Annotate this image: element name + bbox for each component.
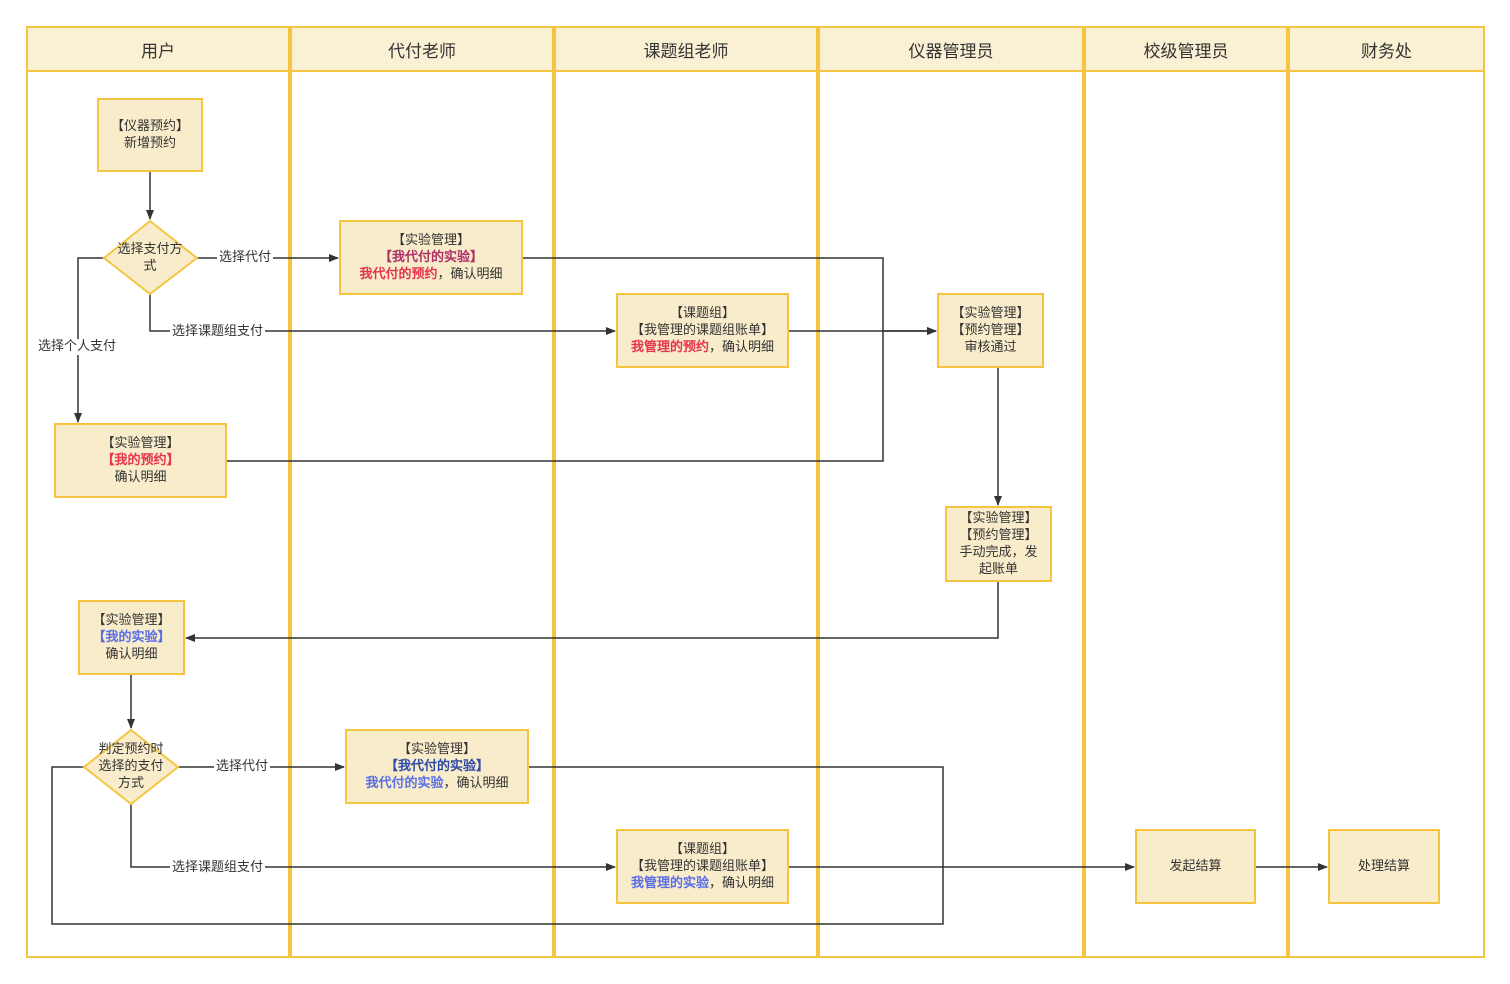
- node-group-detail-page: 【我管理的课题组账单】: [630, 323, 774, 338]
- lane-header-group-teacher: 课题组老师: [556, 28, 816, 72]
- node-proxy-experiment[interactable]: 【实验管理】 【我代付的实验】 我代付的实验，确认明细: [345, 729, 529, 804]
- label-choose-group: 选择课题组支付: [170, 324, 266, 340]
- node-manual-complete-page: 【预约管理】: [959, 528, 1038, 543]
- lane-school-admin: 校级管理员: [1084, 26, 1288, 958]
- node-group-experiment-page: 【我管理的课题组账单】: [630, 859, 774, 874]
- label-choose-personal: 选择个人支付: [36, 339, 119, 355]
- node-proxy-experiment-target: 我代付的实验: [365, 776, 444, 791]
- node-group-experiment-module: 【课题组】: [669, 842, 735, 857]
- edge-personal-to-approve: [226, 331, 884, 462]
- node-group-detail-confirm: ，确认明细: [709, 340, 775, 355]
- node-proxy-detail-page: 【我代付的实验】: [378, 250, 483, 265]
- node-proxy-detail-target: 我代付的预约: [359, 267, 438, 282]
- label-judge-proxy: 选择代付: [214, 759, 271, 775]
- lane-header-finance: 财务处: [1290, 28, 1483, 72]
- node-group-detail-module: 【课题组】: [669, 306, 735, 321]
- node-initiate-settlement-text: 发起结算: [1169, 859, 1222, 874]
- node-proxy-detail-module: 【实验管理】: [391, 233, 470, 248]
- node-initiate-settlement[interactable]: 发起结算: [1135, 829, 1256, 904]
- node-group-experiment-confirm: ，确认明细: [709, 876, 775, 891]
- edge-choose-group: [149, 294, 616, 335]
- node-new-booking[interactable]: 【仪器预约】 新增预约: [97, 98, 203, 172]
- node-approve-module: 【实验管理】: [951, 306, 1030, 321]
- node-approve-action: 审核通过: [964, 340, 1017, 355]
- node-group-experiment-target: 我管理的实验: [630, 876, 709, 891]
- judge-pay-text: 判定预约时选择的支付方式: [98, 742, 164, 791]
- edge-judge-group: [130, 804, 616, 871]
- node-my-booking-page: 【我的预约】: [101, 453, 180, 468]
- node-manual-complete-action: 手动完成，发: [959, 545, 1038, 560]
- lane-instrument-admin: 仪器管理员: [818, 26, 1084, 958]
- node-new-booking-action: 新增预约: [123, 136, 176, 151]
- node-proxy-experiment-action: 我代付的实验，确认明细: [365, 775, 508, 792]
- judge-pay-diamond: [82, 728, 180, 806]
- node-my-booking[interactable]: 【实验管理】 【我的预约】 确认明细: [54, 423, 227, 498]
- node-approve-page: 【预约管理】: [951, 323, 1030, 338]
- node-manual-complete-action-2: 起账单: [978, 562, 1018, 577]
- edge-choose-personal: [74, 257, 104, 423]
- node-new-booking-title: 【仪器预约】: [110, 119, 189, 134]
- node-proxy-experiment-module: 【实验管理】: [397, 742, 476, 757]
- lane-finance: 财务处: [1288, 26, 1485, 958]
- node-group-detail[interactable]: 【课题组】 【我管理的课题组账单】 我管理的预约，确认明细: [616, 293, 789, 368]
- node-my-experiment-module: 【实验管理】: [92, 613, 171, 628]
- node-manual-complete-module: 【实验管理】: [959, 511, 1038, 526]
- label-choose-proxy: 选择代付: [217, 250, 274, 266]
- node-group-detail-action: 我管理的预约，确认明细: [631, 339, 774, 356]
- node-approve[interactable]: 【实验管理】 【预约管理】 审核通过: [937, 293, 1044, 368]
- node-proxy-experiment-page: 【我代付的实验】: [384, 759, 489, 774]
- lane-group-teacher: 课题组老师: [554, 26, 818, 958]
- node-group-experiment-action: 我管理的实验，确认明细: [631, 875, 774, 892]
- choose-pay-diamond: [102, 219, 199, 296]
- node-proxy-experiment-confirm: ，确认明细: [443, 776, 509, 791]
- node-proxy-detail-confirm: ，确认明细: [437, 267, 503, 282]
- choose-pay-text: 选择支付方式: [117, 242, 183, 274]
- node-proxy-detail-action: 我代付的预约，确认明细: [359, 266, 502, 283]
- node-group-detail-target: 我管理的预约: [630, 340, 709, 355]
- node-proxy-detail[interactable]: 【实验管理】 【我代付的实验】 我代付的预约，确认明细: [339, 220, 523, 295]
- node-group-experiment[interactable]: 【课题组】 【我管理的课题组账单】 我管理的实验，确认明细: [616, 829, 789, 904]
- node-manual-complete[interactable]: 【实验管理】 【预约管理】 手动完成，发 起账单: [945, 506, 1052, 582]
- label-judge-group: 选择课题组支付: [170, 860, 266, 876]
- lane-header-school-admin: 校级管理员: [1086, 28, 1286, 72]
- lane-header-instrument-admin: 仪器管理员: [820, 28, 1082, 72]
- edge-proxyexp-to-settle: [51, 766, 944, 925]
- node-my-booking-action: 确认明细: [114, 470, 167, 485]
- node-process-settlement[interactable]: 处理结算: [1328, 829, 1440, 904]
- node-my-booking-module: 【实验管理】: [101, 436, 180, 451]
- lane-header-proxy-teacher: 代付老师: [292, 28, 552, 72]
- lane-header-user: 用户: [28, 28, 288, 72]
- node-process-settlement-text: 处理结算: [1357, 859, 1410, 874]
- node-my-experiment[interactable]: 【实验管理】 【我的实验】 确认明细: [78, 600, 185, 675]
- node-my-experiment-action: 确认明细: [105, 647, 158, 662]
- edge-complete-to-myexp: [185, 581, 999, 642]
- node-my-experiment-page: 【我的实验】: [92, 630, 171, 645]
